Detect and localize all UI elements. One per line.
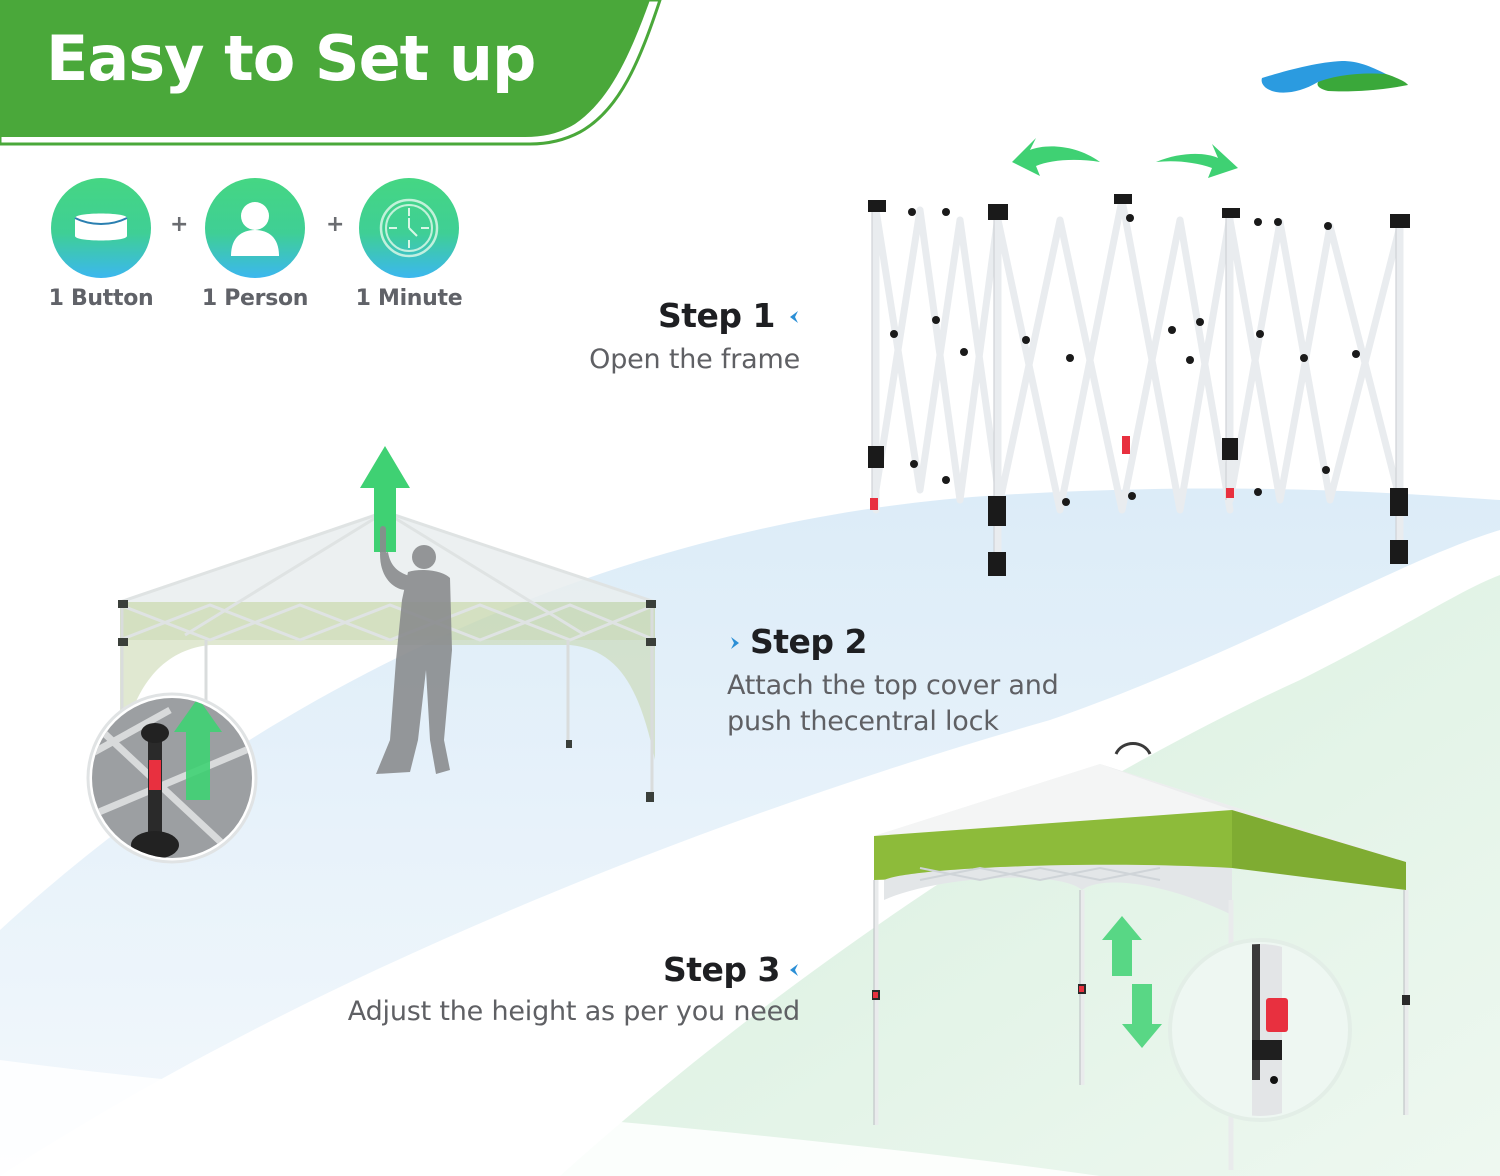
arrow-up-icon xyxy=(174,698,222,800)
arrow-up-icon xyxy=(1102,916,1142,976)
feature-one-button: 1 Button xyxy=(26,178,176,311)
caret-left-icon xyxy=(790,964,798,976)
page-title: Easy to Set up xyxy=(46,22,536,95)
step-3-title: Step 3 xyxy=(663,950,781,989)
step-description-line: Adjust the height as per you need xyxy=(347,996,800,1027)
plus-sign: + xyxy=(170,212,189,237)
arrow-down-icon xyxy=(1122,984,1162,1048)
arrow-up-icon xyxy=(360,446,410,552)
arrow-left-icon xyxy=(1012,138,1100,176)
step-description-line: Open the frame xyxy=(589,344,800,375)
header-banner xyxy=(0,0,662,146)
arrow-right-icon xyxy=(1156,144,1238,178)
height-lock-closeup xyxy=(1252,944,1288,1116)
feature-label: 1 Person xyxy=(201,286,309,311)
plus-sign: + xyxy=(326,212,345,237)
step-description-line: push thecentral lock xyxy=(727,706,999,737)
step-description-line: Attach the top cover and xyxy=(727,670,1059,701)
feature-label: 1 Minute xyxy=(355,286,463,311)
step-1-title: Step 1 xyxy=(658,296,776,335)
person-silhouette xyxy=(376,526,452,774)
canopy-cover-illustration xyxy=(86,446,656,864)
central-lock-closeup xyxy=(92,698,252,858)
feature-label: 1 Button xyxy=(48,286,154,311)
clock-icon xyxy=(359,178,459,278)
step-1-description: Open the frame xyxy=(589,342,800,378)
feature-one-minute: 1 Minute xyxy=(334,178,484,311)
caret-left-icon xyxy=(790,311,798,323)
frame-expanding-illustration xyxy=(868,138,1410,576)
caret-right-icon xyxy=(731,637,739,649)
person-icon xyxy=(205,178,305,278)
step-2-title: Step 2 xyxy=(750,622,868,661)
button-icon xyxy=(51,178,151,278)
step-3-description: Adjust the height as per you need xyxy=(348,994,800,1030)
canopy-height-illustration xyxy=(872,742,1410,1170)
step-2-description: Attach the top cover and push thecentral… xyxy=(727,668,1059,740)
feature-one-person: 1 Person xyxy=(180,178,330,311)
brand-logo-icon xyxy=(1261,61,1408,93)
